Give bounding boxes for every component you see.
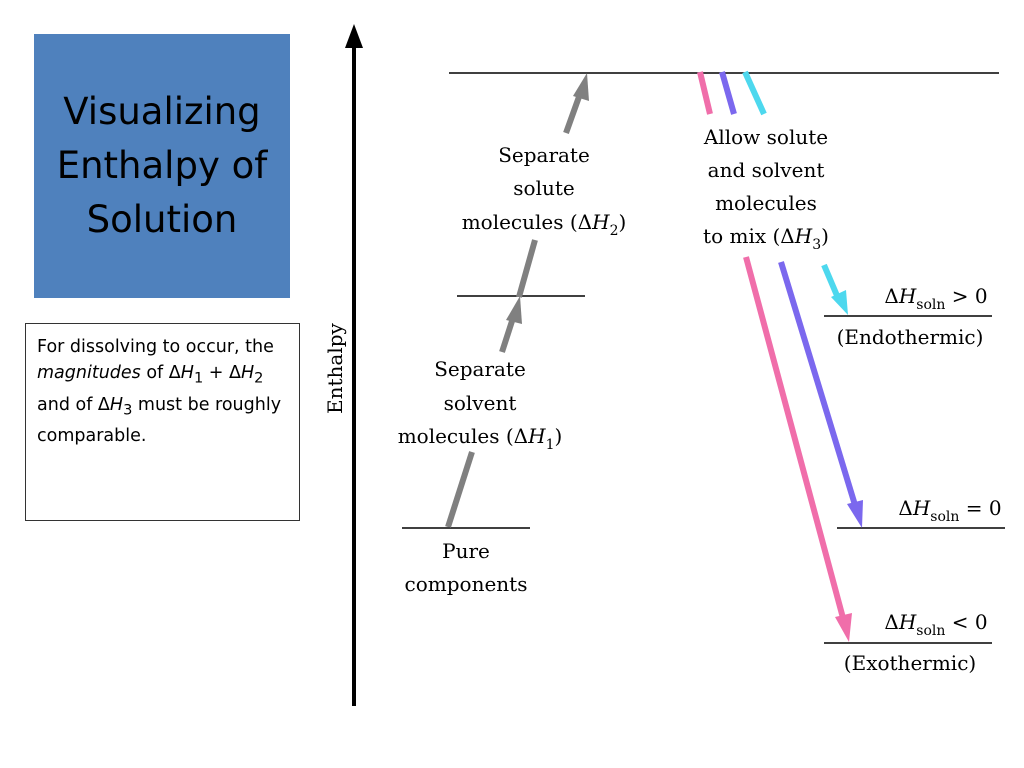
label-step3-h: H [794, 224, 813, 248]
label-exo-h: H [898, 610, 917, 634]
label-zero-h: H [912, 496, 931, 520]
note-delta-2: Δ [229, 363, 241, 383]
arrow-cyan-head [831, 290, 848, 315]
label-step1-line3: molecules (ΔH1) [398, 424, 563, 453]
label-endo-rel: > 0 [945, 284, 987, 308]
label-endothermic: (Endothermic) [837, 325, 984, 349]
note-delta-1: Δ [168, 363, 181, 383]
label-endo-eq: ΔHsoln > 0 [884, 284, 987, 313]
label-step3-line1: Allow solute [703, 125, 828, 149]
note-plus: + [203, 363, 230, 383]
label-step2-line1: Separate [498, 143, 590, 167]
slide-title: Visualizing Enthalpy of Solution [47, 85, 278, 247]
label-step1-h: H [527, 424, 546, 448]
note-sub-3: 3 [123, 401, 133, 418]
arrow-cyan-stub [742, 70, 767, 116]
label-exo-eq: ΔHsoln < 0 [884, 610, 987, 639]
label-step1-line2: solvent [444, 391, 517, 415]
arrow-pink-head [835, 613, 852, 642]
arrow-purple-head [847, 500, 863, 528]
label-exothermic: (Exothermic) [844, 651, 976, 675]
label-step3-line4: to mix (ΔH3) [703, 224, 829, 253]
label-step2-delta: Δ [578, 210, 592, 234]
label-step3-line3: molecules [715, 191, 817, 215]
note-text-4: must be roughly comparable. [37, 394, 282, 447]
note-text-2: of [140, 363, 169, 383]
label-step3-delta: Δ [780, 224, 794, 248]
arrow-purple-stub [719, 71, 737, 115]
note-h-2: H [241, 363, 255, 383]
label-step1-close: ) [555, 424, 563, 448]
note-h-1: H [180, 363, 194, 383]
label-step1-line1: Separate [434, 357, 526, 381]
enthalpy-axis-label: Enthalpy [323, 322, 347, 414]
title-line-3: Solution [86, 198, 238, 241]
note-h-3: H [109, 394, 124, 415]
label-step3-line2: and solvent [708, 158, 825, 182]
arrow-step2-lower [516, 239, 538, 298]
enthalpy-axis-arrowhead [345, 24, 363, 48]
label-pure-line1: Pure [442, 539, 490, 563]
note-emphasis: magnitudes [37, 363, 141, 383]
title-box: Visualizing Enthalpy of Solution [34, 34, 290, 298]
label-step1-prefix: molecules ( [398, 424, 514, 448]
label-step2-line3: molecules (ΔH2) [462, 210, 627, 239]
arrow-pink-main [743, 256, 846, 619]
arrow-pink-stub [697, 71, 713, 115]
label-step2-line2: solute [513, 176, 574, 200]
title-line-2: Enthalpy of [56, 144, 268, 187]
label-zero-sub: soln [930, 509, 959, 525]
arrow-step1-head [506, 296, 522, 324]
label-exo-sub: soln [916, 623, 945, 639]
arrow-purple-main [778, 261, 858, 506]
label-step2-close: ) [619, 210, 627, 234]
arrow-step1-lower [445, 451, 475, 528]
label-step1-delta: Δ [514, 424, 528, 448]
note-text-3: and of [37, 394, 98, 415]
note-sub-2: 2 [254, 369, 264, 387]
label-step2-h: H [591, 210, 610, 234]
label-zero-eq: ΔHsoln = 0 [898, 496, 1001, 525]
arrow-cyan-main [821, 263, 841, 300]
label-endo-sub: soln [916, 297, 945, 313]
label-zero-delta: Δ [898, 496, 912, 520]
label-step2-prefix: molecules ( [462, 210, 578, 234]
arrow-step2-head [573, 73, 589, 101]
arrow-step1-upper [499, 317, 516, 353]
label-step3-sub: 3 [812, 237, 821, 253]
arrow-step2-upper [563, 92, 583, 135]
note-text-1: For dissolving to occur, the [37, 337, 274, 357]
label-endo-h: H [898, 284, 917, 308]
label-exo-delta: Δ [884, 610, 898, 634]
note-sub-1: 1 [193, 369, 204, 387]
note-box: For dissolving to occur, the magnitudes … [25, 323, 300, 521]
label-zero-rel: = 0 [959, 496, 1001, 520]
label-step3-close: ) [821, 224, 829, 248]
label-pure-line2: components [405, 572, 528, 596]
label-endo-delta: Δ [884, 284, 898, 308]
label-step3-prefix: to mix ( [703, 224, 780, 248]
note-delta-3: Δ [97, 394, 110, 415]
label-exo-rel: < 0 [945, 610, 987, 634]
title-line-1: Visualizing [63, 90, 261, 133]
label-step2-sub: 2 [610, 223, 619, 239]
label-step1-sub: 1 [546, 437, 555, 453]
